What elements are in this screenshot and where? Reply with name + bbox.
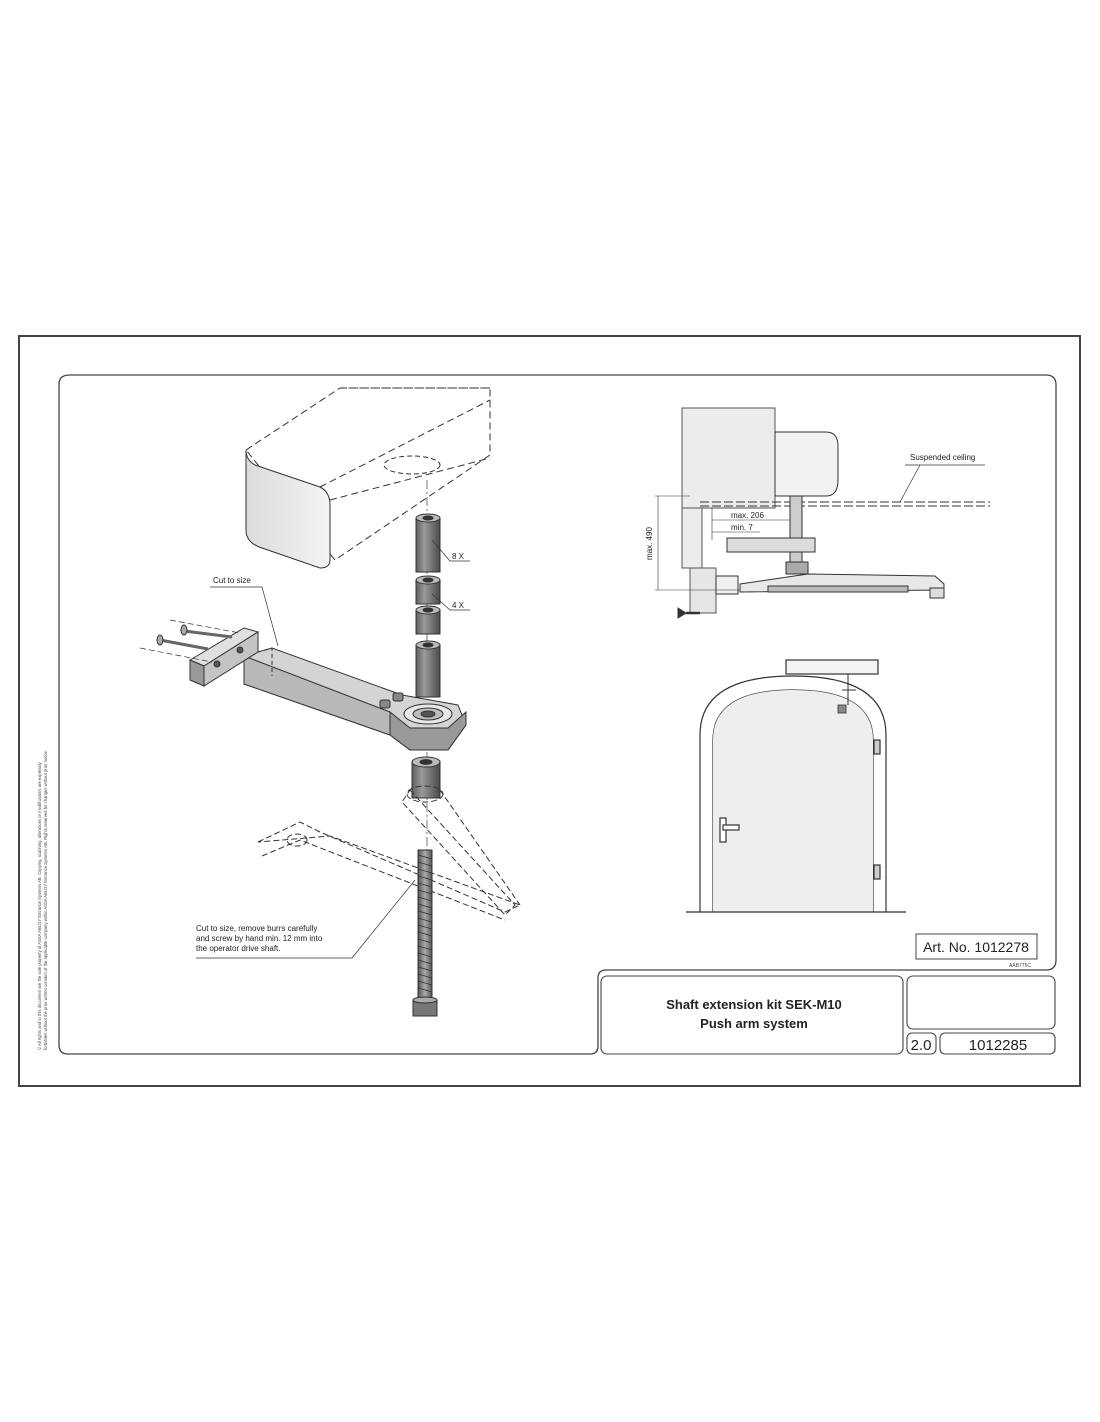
label-rod-note-1: Cut to size, remove burrs carefully	[196, 924, 317, 933]
drawing-frame	[58, 374, 1057, 1055]
sheet-frame	[18, 335, 1081, 1087]
spacer-tube-4x	[415, 575, 441, 635]
art-no-box	[915, 933, 1038, 960]
title-line-2: Push arm system	[700, 1016, 808, 1031]
title-block	[600, 975, 1056, 1055]
spacer-tube-8x	[415, 513, 441, 573]
doc-number: 1012285	[969, 1037, 1027, 1054]
label-min-7: min. 7	[731, 523, 753, 532]
copyright-notice: © All rights and to this document are th…	[37, 750, 48, 1050]
side-section-view	[655, 407, 990, 619]
operator-housing	[245, 387, 491, 569]
push-arm	[257, 785, 522, 921]
exploded-view	[139, 387, 522, 1017]
extension-arm	[243, 647, 467, 751]
door-elevation	[686, 659, 906, 913]
label-rod-note-3: the operator drive shaft.	[196, 944, 281, 953]
blank-box	[906, 975, 1056, 1030]
coupling-sleeve	[411, 756, 441, 799]
threaded-rod	[412, 849, 438, 1017]
copyright-line-1: © All rights and to this document are th…	[37, 761, 42, 1050]
label-rod-note-2: and screw by hand min. 12 mm into	[196, 934, 323, 943]
label-max-206: max. 206	[731, 511, 764, 520]
doc-number-box	[939, 1032, 1056, 1055]
title-line-1: Shaft extension kit SEK-M10	[666, 997, 842, 1012]
clamp-plate	[188, 627, 260, 687]
drawing-code: AAB775C	[1009, 963, 1031, 969]
label-suspended-ceiling: Suspended ceiling	[910, 453, 975, 462]
version-number: 2.0	[911, 1037, 932, 1054]
screws	[139, 619, 241, 663]
label-qty-8x: 8 X	[452, 552, 465, 561]
art-no: Art. No. 1012278	[923, 939, 1029, 955]
label-cut-to-size: Cut to size	[213, 576, 251, 585]
copyright-line-2: forbidden without the prior written cons…	[43, 750, 48, 1050]
title-box	[600, 975, 904, 1055]
label-qty-4x: 4 X	[452, 601, 465, 610]
label-max-490: max. 490	[645, 527, 654, 560]
spacer-tube-long	[415, 640, 441, 698]
version-box	[906, 1032, 937, 1055]
